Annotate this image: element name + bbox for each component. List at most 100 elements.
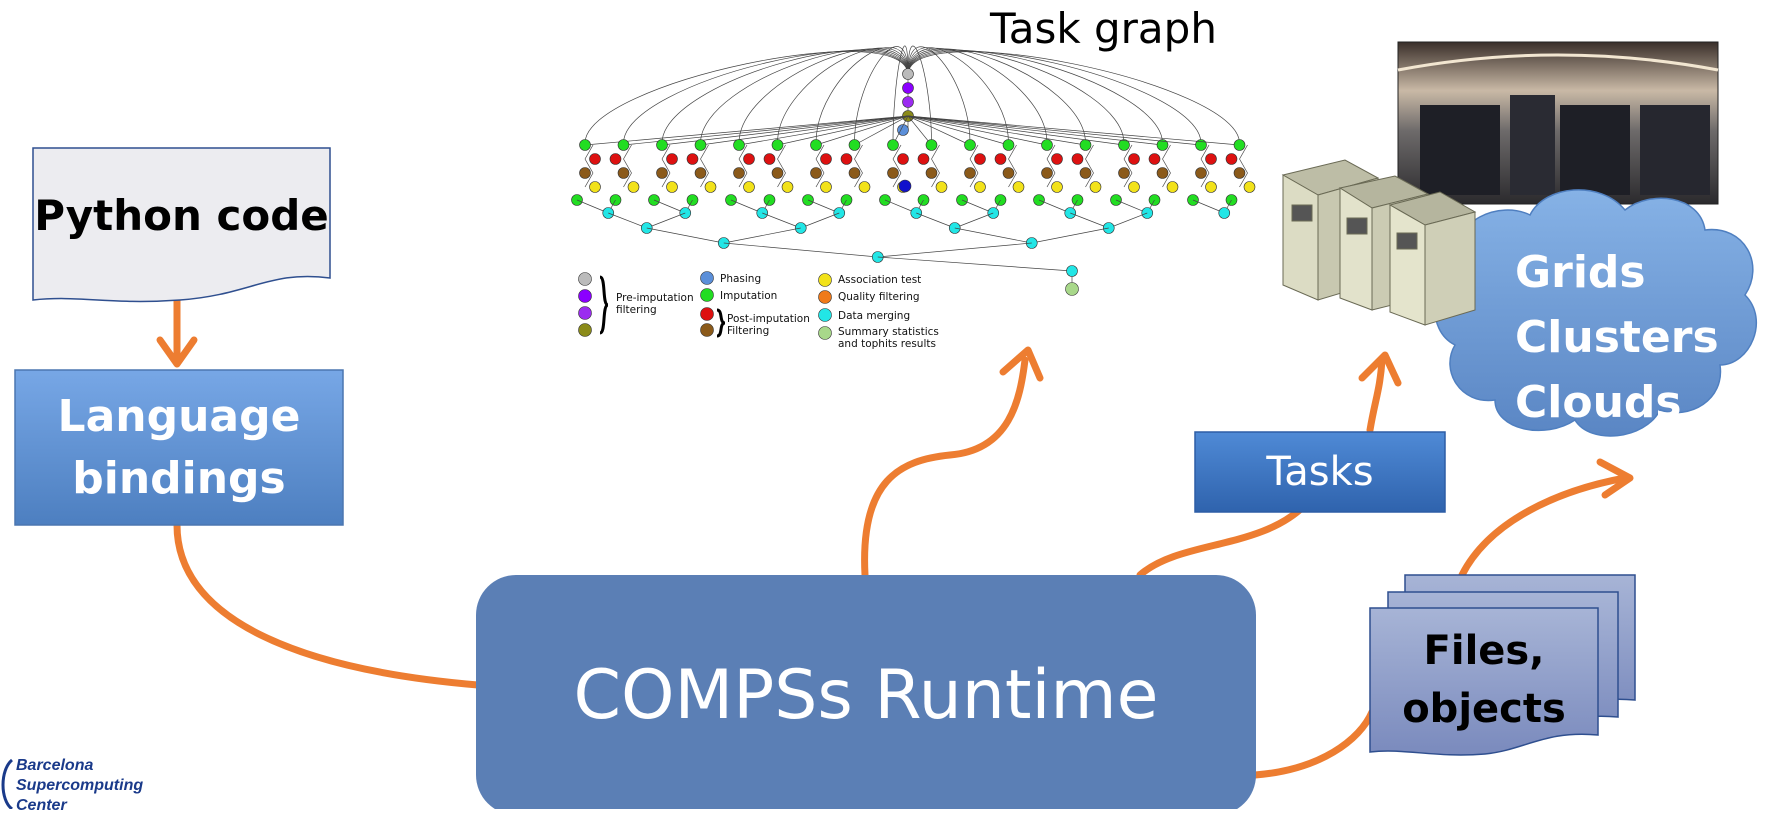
task-graph-edge bbox=[1200, 144, 1210, 160]
task-graph-edge bbox=[815, 158, 825, 174]
legend-swatch bbox=[818, 273, 832, 287]
task-graph-edge bbox=[584, 144, 594, 160]
server-cluster-illustration bbox=[1281, 159, 1477, 326]
task-graph-edge bbox=[907, 115, 971, 146]
task-graph-illustration bbox=[571, 45, 1256, 340]
legend-brace bbox=[716, 308, 726, 338]
task-graph-edge bbox=[954, 212, 994, 229]
legend-swatch bbox=[818, 326, 832, 340]
task-node bbox=[898, 179, 912, 193]
task-graph-edge bbox=[1200, 158, 1210, 174]
task-graph-edge bbox=[1046, 172, 1056, 188]
bsc-logo-line3: Center bbox=[16, 797, 67, 814]
post-imputation-node bbox=[656, 167, 668, 179]
legend-swatch bbox=[818, 290, 832, 304]
task-graph-edge bbox=[700, 158, 709, 174]
task-graph-edge bbox=[907, 46, 971, 144]
task-graph-edge bbox=[623, 158, 632, 174]
task-node bbox=[897, 124, 909, 136]
post-imputation-node bbox=[686, 153, 699, 165]
task-graph-edge bbox=[1046, 158, 1056, 174]
task-graph-edge bbox=[854, 115, 909, 146]
arrow-runtime-to-tasks bbox=[1136, 501, 1309, 579]
task-graph-edge bbox=[969, 158, 979, 174]
task-graph-edge bbox=[777, 158, 786, 174]
post-imputation-node bbox=[887, 167, 899, 179]
imputation-node bbox=[810, 139, 822, 151]
task-graph-edge bbox=[815, 47, 909, 144]
task-graph-edge bbox=[1008, 144, 1017, 160]
tasks-label: Tasks bbox=[1266, 449, 1374, 495]
legend-swatch bbox=[578, 272, 592, 286]
task-graph-edge bbox=[1123, 172, 1133, 188]
post-imputation-node bbox=[964, 167, 976, 179]
task-graph-edge bbox=[646, 212, 686, 229]
imputation-node bbox=[1118, 139, 1130, 151]
language-bindings-label: Language bindings bbox=[15, 378, 343, 518]
task-graph-edge bbox=[661, 49, 909, 144]
post-imputation-node bbox=[848, 167, 861, 179]
post-imputation-node bbox=[1079, 167, 1092, 179]
post-imputation-node bbox=[994, 153, 1007, 165]
task-graph-edge bbox=[854, 158, 863, 174]
task-graph-edge bbox=[1123, 158, 1133, 174]
task-graph-edge bbox=[907, 115, 1048, 146]
task-graph-edge bbox=[969, 172, 979, 188]
arrow-servers-head bbox=[1358, 351, 1402, 387]
task-graph-edge bbox=[623, 144, 632, 160]
task-graph-edge bbox=[954, 227, 1032, 244]
task-graph-edge bbox=[777, 144, 786, 160]
task-graph-edge bbox=[661, 158, 671, 174]
association-node bbox=[743, 181, 755, 193]
legend-brace bbox=[599, 275, 609, 335]
task-graph-edge bbox=[738, 144, 748, 160]
task-graph-edge bbox=[892, 158, 902, 174]
task-graph-edge bbox=[877, 242, 1032, 258]
task-graph-edge bbox=[907, 47, 1009, 144]
post-imputation-node bbox=[1148, 153, 1161, 165]
summary-node bbox=[1065, 282, 1079, 296]
task-graph-edge bbox=[1239, 144, 1248, 160]
task-graph-edge bbox=[854, 144, 863, 160]
legend-pre-imputation: Pre-imputation filtering bbox=[616, 292, 694, 316]
task-graph-edge bbox=[877, 256, 1073, 272]
association-node bbox=[1128, 181, 1140, 193]
task-graph-edge bbox=[1070, 212, 1109, 229]
task-graph-edge bbox=[1123, 144, 1133, 160]
bsc-logo-mark bbox=[1, 758, 14, 809]
post-imputation-node bbox=[1118, 167, 1130, 179]
cloud-line-clouds: Clouds bbox=[1515, 377, 1682, 428]
imputation-node bbox=[1002, 139, 1015, 151]
post-imputation-node bbox=[694, 167, 707, 179]
association-node bbox=[935, 181, 948, 193]
task-graph-edge bbox=[738, 172, 748, 188]
tasks-box bbox=[1194, 431, 1446, 513]
task-graph-edge bbox=[738, 158, 748, 174]
imputation-node bbox=[579, 139, 591, 151]
task-graph-edge bbox=[815, 115, 909, 146]
task-graph-title: Task graph bbox=[990, 4, 1217, 53]
association-node bbox=[1051, 181, 1063, 193]
task-graph-edge bbox=[854, 172, 863, 188]
task-graph-edge bbox=[1008, 158, 1017, 174]
language-bindings-line2: bindings bbox=[72, 453, 286, 504]
imputation-node bbox=[617, 139, 630, 151]
legend-swatch bbox=[578, 306, 592, 320]
imputation-node bbox=[694, 139, 707, 151]
post-imputation-node bbox=[1128, 153, 1140, 165]
runtime-box bbox=[476, 575, 1256, 809]
association-node bbox=[627, 181, 640, 193]
files-stack bbox=[1369, 574, 1636, 756]
task-graph-edge bbox=[969, 144, 979, 160]
task-graph-edge bbox=[815, 144, 825, 160]
legend-swatch bbox=[700, 307, 714, 321]
task-graph-edge bbox=[584, 158, 594, 174]
task-node bbox=[902, 68, 914, 80]
imputation-node bbox=[964, 139, 976, 151]
task-graph-edge bbox=[584, 172, 594, 188]
task-graph-edge bbox=[1008, 172, 1017, 188]
task-graph-edge bbox=[907, 115, 1086, 146]
imputation-node bbox=[1079, 139, 1092, 151]
arrow-files-to-cloud bbox=[1458, 474, 1629, 579]
bsc-logo-line1: Barcelona bbox=[16, 757, 94, 774]
